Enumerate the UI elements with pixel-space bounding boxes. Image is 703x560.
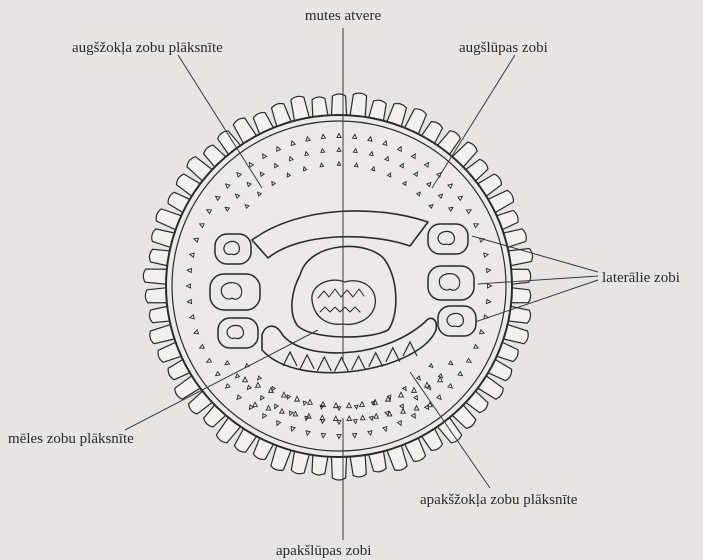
label-mouth-opening: mutes atvere — [305, 8, 382, 24]
label-upper-lip-teeth: augšlūpas zobi — [459, 40, 548, 56]
label-lateral-teeth: laterālie zobi — [602, 270, 680, 286]
papilla — [350, 454, 366, 477]
label-lower-jaw-plate: apakšžokļa zobu plāksnīte — [420, 492, 578, 508]
papilla — [350, 93, 367, 118]
papilla — [331, 456, 346, 480]
papilla — [331, 94, 346, 116]
label-lower-lip-teeth: apakšlūpas zobi — [276, 543, 371, 559]
oral-disc-outer-ring — [166, 115, 512, 457]
papilla — [510, 288, 531, 303]
label-tongue-plate: mēles zobu plāksnīte — [8, 431, 134, 447]
papilla — [143, 269, 168, 284]
label-upper-jaw-plate: augšžokļa zobu plāksnīte — [72, 40, 223, 56]
papilla — [145, 288, 168, 303]
